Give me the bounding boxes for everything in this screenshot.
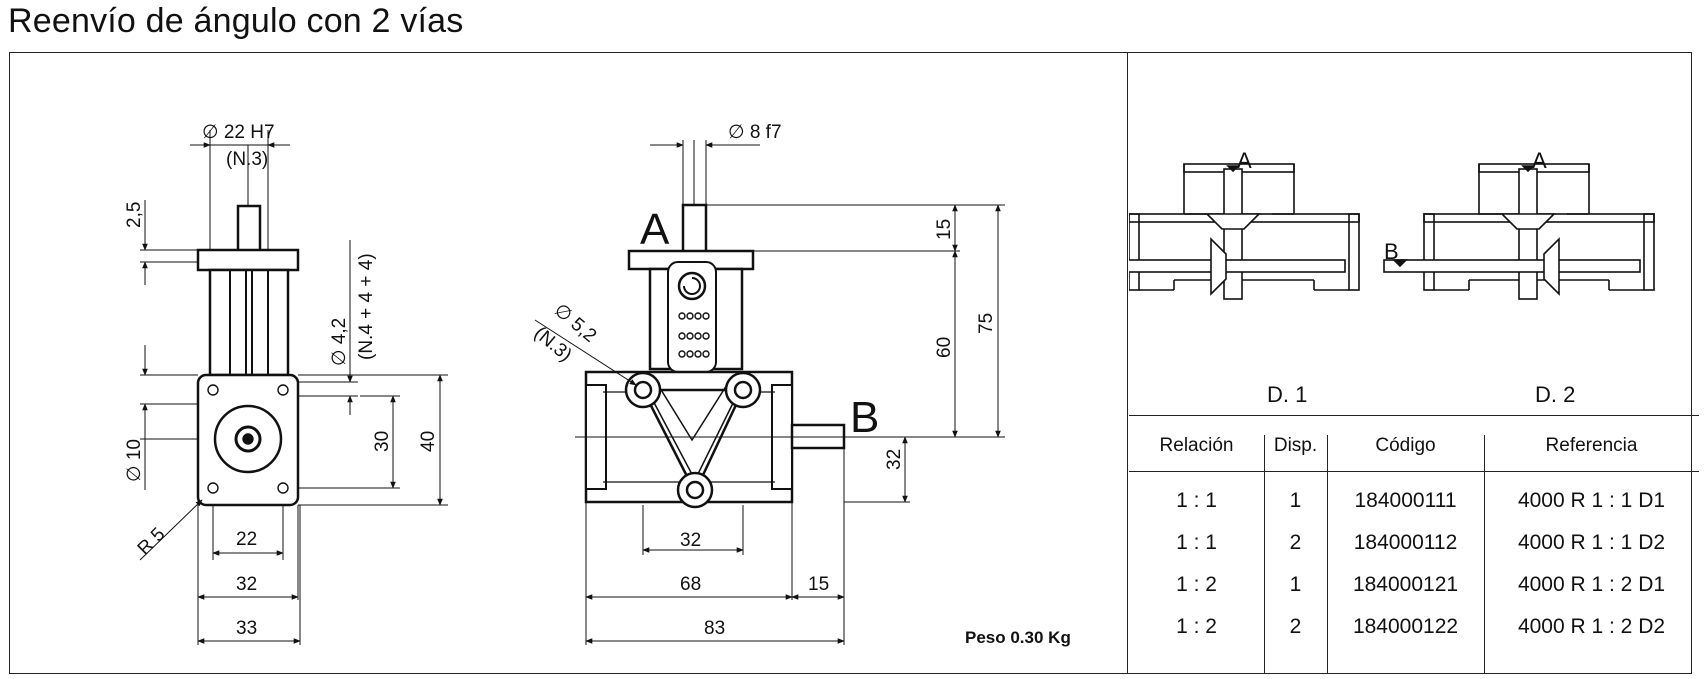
dim-width-22: 22 xyxy=(236,529,257,550)
cell-relacion: 1 : 1 xyxy=(1176,531,1217,554)
reference-table: Relación Disp. Código Referencia 1 : 1 1… xyxy=(1129,415,1699,675)
dim-shaft-8: ∅ 8 f7 xyxy=(728,122,782,143)
dim-bore-note: (N.3) xyxy=(226,149,268,170)
dim-width-32: 32 xyxy=(236,574,257,595)
dim-hole-4-2: ∅ 4,2 xyxy=(329,318,350,366)
table-header-relacion: Relación xyxy=(1159,435,1234,456)
dim-height-40: 40 xyxy=(418,431,439,452)
schematic-d2 xyxy=(1383,163,1655,300)
table-col-sep xyxy=(1484,435,1485,673)
cell-relacion: 1 : 2 xyxy=(1176,573,1217,596)
schematic-d1-a: A xyxy=(1237,148,1252,173)
cell-referencia: 4000 R 1 : 2 D1 xyxy=(1517,573,1666,596)
dim-width-68: 68 xyxy=(680,574,701,595)
dim-2-5: 2,5 xyxy=(124,202,145,228)
schematics: A B D. 1 A B D. 2 xyxy=(1129,148,1655,407)
cell-relacion: 1 : 1 xyxy=(1176,489,1217,512)
dim-height-15: 15 xyxy=(934,219,955,240)
dim-height-75: 75 xyxy=(976,313,997,334)
drawing-frame xyxy=(9,52,1692,674)
cell-disp: 1 xyxy=(1289,573,1302,596)
cell-codigo: 184000111 xyxy=(1354,489,1457,512)
table-top-line xyxy=(1129,415,1699,416)
schematic-d1 xyxy=(1129,163,1360,300)
table-header-referencia: Referencia xyxy=(1545,435,1638,456)
dim-width-32-c: 32 xyxy=(680,530,701,551)
table-header-line xyxy=(1129,471,1699,472)
dim-width-15: 15 xyxy=(808,574,829,595)
cell-disp: 2 xyxy=(1289,615,1302,638)
cell-codigo: 184000112 xyxy=(1353,531,1458,554)
dim-hole-note: (N.4 + 4 + 4) xyxy=(356,253,377,360)
schematic-d1-caption: D. 1 xyxy=(1267,382,1307,407)
table-header-disp: Disp. xyxy=(1273,435,1318,456)
cell-relacion: 1 : 2 xyxy=(1176,615,1217,638)
table-col-sep xyxy=(1264,435,1265,673)
frame-divider xyxy=(1127,52,1128,674)
technical-drawing: ∅ 22 H7 (N.3) 2,5 ∅ 4,2 (N.4 + 4 + 4) ∅ … xyxy=(124,122,1005,645)
dim-width-83: 83 xyxy=(704,618,725,639)
side-view xyxy=(139,130,448,645)
front-view xyxy=(534,140,1005,645)
table-col-sep xyxy=(1327,435,1328,673)
dim-width-33: 33 xyxy=(236,618,257,639)
cell-referencia: 4000 R 1 : 2 D2 xyxy=(1517,615,1666,638)
dim-height-30: 30 xyxy=(372,431,393,452)
cell-codigo: 184000121 xyxy=(1352,573,1459,596)
label-b: B xyxy=(850,393,879,442)
dim-height-60: 60 xyxy=(934,337,955,358)
weight-label: Peso 0.30 Kg xyxy=(965,628,1071,647)
schematic-d2-b: B xyxy=(1384,239,1399,264)
dim-shaft-10: ∅ 10 xyxy=(124,439,145,482)
schematic-d2-a: A xyxy=(1532,148,1547,173)
cell-disp: 2 xyxy=(1289,531,1302,554)
page-title: Reenvío de ángulo con 2 vías xyxy=(8,2,464,40)
dim-height-32: 32 xyxy=(884,449,905,470)
cell-disp: 1 xyxy=(1289,489,1302,512)
table-header-codigo: Código xyxy=(1375,435,1436,456)
dim-bore-22: ∅ 22 H7 xyxy=(202,122,275,143)
cell-referencia: 4000 R 1 : 1 D2 xyxy=(1517,531,1666,554)
cell-codigo: 184000122 xyxy=(1352,615,1459,638)
schematic-d2-caption: D. 2 xyxy=(1535,382,1575,407)
label-a: A xyxy=(640,205,670,254)
dim-radius-5: R 5 xyxy=(134,524,170,560)
cell-referencia: 4000 R 1 : 1 D1 xyxy=(1517,489,1666,512)
